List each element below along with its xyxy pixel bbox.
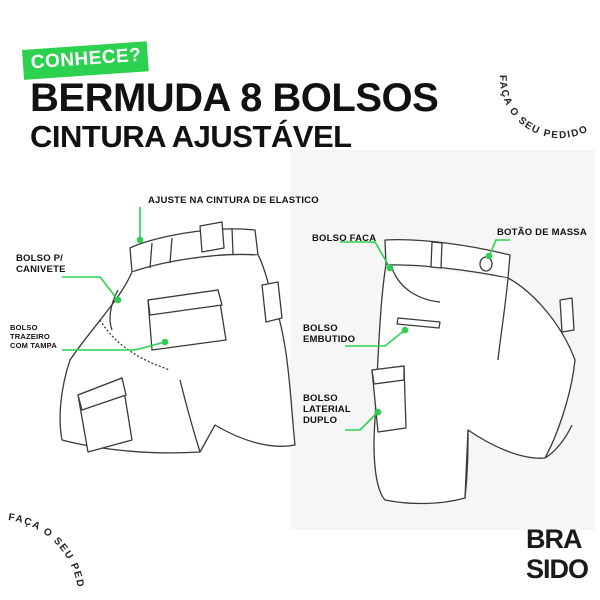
circle-text-top: FAÇA O SEU PEDIDO (497, 75, 591, 141)
pointer-lines (62, 207, 510, 431)
label-embutido: BOLSO EMBUTIDO (303, 323, 356, 345)
label-canivete: BOLSO P/ CANIVETE (16, 253, 66, 275)
brasido-logo: BRA SIDO (526, 524, 589, 588)
right-shorts-drawing (371, 239, 576, 505)
logo-top-text: BRA (526, 524, 582, 554)
left-shorts-drawing (59, 221, 296, 454)
circle-text-bottom: FAÇA O SEU PEDIDO (0, 0, 86, 589)
label-ajuste: AJUSTE NA CINTURA DE ELASTICO (148, 195, 319, 206)
page-subtitle: CINTURA AJUSTÁVEL (30, 119, 352, 154)
label-botao: BOTÃO DE MASSA (497, 227, 587, 238)
label-faca: BOLSO FACA (312, 233, 377, 244)
logo-bottom-text: SIDO (526, 554, 589, 584)
page-title: BERMUDA 8 BOLSOS (30, 76, 439, 120)
label-lateral: BOLSO LATERIAL DUPLO (303, 393, 351, 426)
label-traseiro: BOLSO TRAZEIRO COM TAMPA (10, 323, 57, 350)
